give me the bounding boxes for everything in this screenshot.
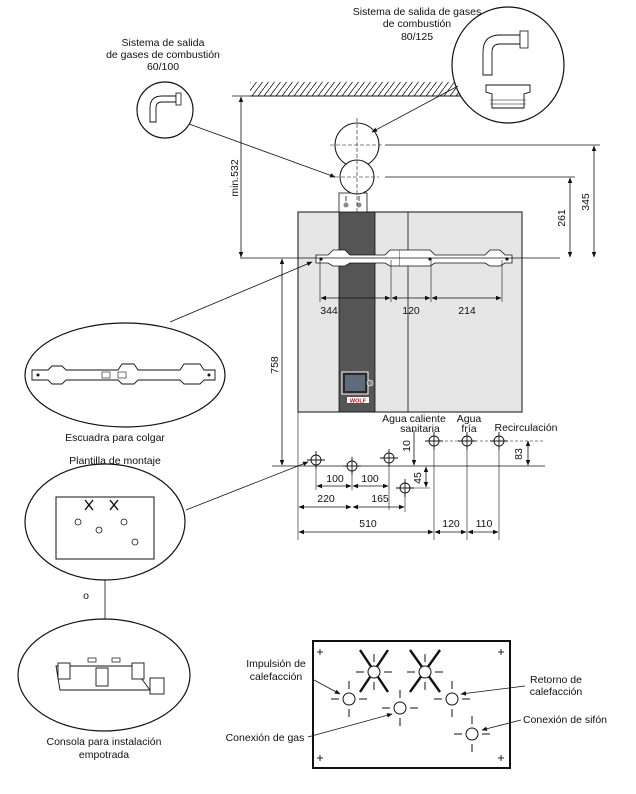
flue-circles — [330, 118, 384, 212]
label-console-2: empotrada — [79, 749, 129, 761]
template-detail — [312, 640, 511, 769]
top-dimensions: min.532 345 261 344 120 214 — [229, 95, 600, 317]
template-heat-return — [434, 681, 470, 717]
label-heat-return-1: Retorno de — [530, 674, 582, 686]
connections-row: 758 10 83 4 — [269, 258, 545, 540]
callout-template: Plantilla de montaje — [24, 455, 309, 581]
dim-344: 344 — [320, 305, 338, 317]
adaptor-80125-icon — [485, 84, 531, 109]
svg-text:Sistema de salida: Sistema de salida — [122, 37, 205, 49]
svg-text:60/100: 60/100 — [147, 61, 179, 73]
label-cold-1: Agua — [457, 413, 482, 425]
dim-110: 110 — [476, 518, 493, 530]
crossed-connection-2 — [407, 649, 443, 693]
label-recirc: Recirculación — [494, 422, 557, 434]
svg-text:Sistema de salida de gases: Sistema de salida de gases — [353, 6, 481, 18]
dim-10: 10 — [401, 440, 413, 452]
brand-logo — [347, 397, 369, 403]
label-dhw-1: Agua caliente — [382, 413, 446, 425]
callout-flue-60100: Sistema de salida de gases de combustión… — [106, 37, 336, 178]
label-heat-return-2: calefacción — [530, 686, 583, 698]
dim-83: 83 — [513, 448, 525, 460]
dim-100-a: 100 — [326, 473, 344, 485]
boiler: WOLF — [297, 192, 523, 413]
conn-dhw — [425, 432, 443, 450]
label-dhw-2: sanitaria — [400, 423, 440, 435]
callout-bracket: Escuadra para colgar — [24, 261, 313, 444]
label-heat-flow-1: Impulsión de — [246, 658, 306, 670]
svg-text:de combustión: de combustión — [383, 18, 451, 30]
dim-220: 220 — [317, 493, 335, 505]
template-heat-flow — [331, 681, 367, 717]
label-cold-2: fría — [461, 423, 476, 435]
dim-758: 758 — [269, 356, 281, 374]
conn-heat-return — [380, 449, 398, 467]
callout-console: Consola para instalación empotrada — [17, 618, 191, 761]
template-siphon — [454, 716, 490, 752]
svg-text:80/125: 80/125 — [401, 31, 433, 43]
label-siphon: Conexión de sifón — [523, 714, 607, 726]
dim-165: 165 — [371, 493, 389, 505]
dim-120-top: 120 — [402, 305, 420, 317]
label-template: Plantilla de montaje — [69, 455, 161, 467]
brand-text: WOLF — [350, 399, 367, 405]
dim-214: 214 — [458, 305, 476, 317]
dim-120-bottom: 120 — [442, 518, 460, 530]
dim-345: 345 — [580, 193, 592, 211]
dim-min532: min.532 — [229, 159, 241, 197]
conn-heat-flow — [307, 451, 325, 469]
label-console-1: Consola para instalación — [47, 736, 162, 748]
dim-45: 45 — [412, 472, 424, 484]
svg-text:de gases de combustión: de gases de combustión — [106, 49, 220, 61]
ceiling — [250, 82, 465, 97]
conn-gas — [343, 457, 361, 475]
label-or: o — [83, 590, 89, 602]
conn-recirc — [490, 432, 508, 450]
label-bracket: Escuadra para colgar — [65, 432, 165, 444]
label-gas: Conexión de gas — [226, 732, 305, 744]
boiler-casing — [297, 211, 523, 413]
dim-100-b: 100 — [361, 473, 379, 485]
flue-adaptor — [338, 192, 368, 213]
label-heat-flow-2: calefacción — [250, 671, 303, 683]
dim-510: 510 — [359, 518, 377, 530]
template-gas — [382, 690, 418, 726]
callout-flue-80125: Sistema de salida de gases de combustión… — [353, 6, 565, 133]
dim-261: 261 — [556, 209, 568, 227]
crossed-connection-1 — [356, 649, 392, 693]
